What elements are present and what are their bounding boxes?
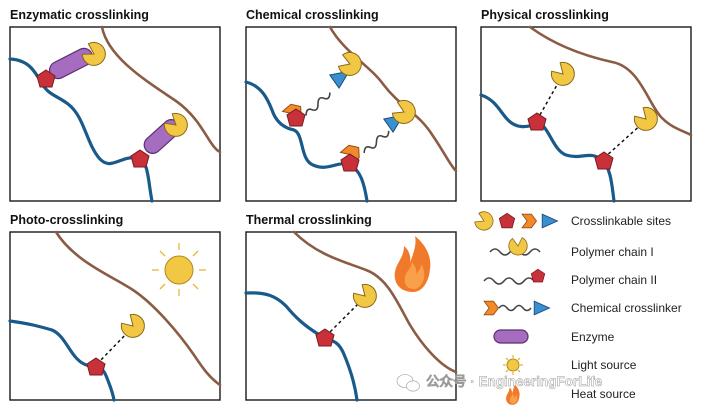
watermark: 公众号 · EngineeringForLife	[396, 374, 603, 392]
polymer-chain-blue	[479, 93, 616, 203]
physical-bond-dashed	[603, 121, 645, 159]
orange-site-icon	[521, 213, 537, 229]
red-site-icon	[498, 212, 516, 229]
legend-label-light: Light source	[571, 358, 637, 372]
legend-label-heat: Heat source	[571, 387, 636, 401]
polymer-chain-blue	[8, 319, 116, 402]
crosslinker-wave-icon	[498, 304, 532, 312]
red-crosslinkable-site	[594, 151, 614, 170]
red-crosslinkable-site	[86, 357, 106, 376]
enzyme-icon	[493, 329, 529, 344]
legend-item-chain2: Polymer chain II	[483, 268, 657, 287]
polymer-chain-brown	[100, 25, 222, 154]
yellow-crosslinkable-site	[630, 103, 663, 136]
chain2-wave-icon	[483, 277, 535, 285]
red-crosslinkable-site	[130, 149, 150, 168]
panel-title-photo: Photo-crosslinking	[10, 213, 123, 227]
polymer-chain-blue	[244, 80, 369, 203]
polymer-chain-blue	[8, 57, 154, 203]
legend-label-sites: Crosslinkable sites	[571, 214, 671, 228]
physical-bond-dashed	[536, 77, 562, 121]
polymer-chain-brown	[54, 230, 222, 387]
yellow-crosslinkable-site	[547, 58, 580, 91]
polymer-chain-blue	[244, 291, 359, 402]
watermark-text: 公众号 · EngineeringForLife	[426, 374, 603, 389]
sun-icon	[503, 355, 523, 375]
blue-site-icon	[541, 213, 558, 229]
flame-heat-source-icon	[394, 236, 431, 292]
panel-physical: Physical crosslinking	[479, 8, 693, 203]
crosslinker-linker-wave	[363, 130, 390, 153]
panel-thermal: Thermal crosslinking	[244, 213, 458, 402]
red-site-icon	[530, 268, 546, 283]
panel-enzymatic: Enzymatic crosslinking	[8, 8, 222, 203]
blue-crosslinker-icon	[533, 300, 550, 316]
panel-title-thermal: Thermal crosslinking	[246, 213, 372, 227]
legend-item-enzyme: Enzyme	[493, 329, 615, 344]
crosslinker-linker-wave	[305, 92, 331, 116]
thermal-bond-dashed	[325, 299, 363, 337]
legend-label-crosslinker: Chemical crosslinker	[571, 301, 682, 315]
panel-frame	[9, 231, 221, 401]
red-crosslinkable-site	[527, 112, 547, 131]
legend-label-enzyme: Enzyme	[571, 330, 615, 344]
panel-photo: Photo-crosslinking	[8, 213, 222, 402]
panel-frame	[9, 26, 221, 202]
polymer-chain-brown	[292, 230, 458, 374]
sun-light-source-icon	[152, 243, 206, 296]
panel-title-chemical: Chemical crosslinking	[246, 8, 379, 22]
legend-label-chain2: Polymer chain II	[571, 273, 657, 287]
panel-chemical: Chemical crosslinking	[244, 8, 458, 203]
yellow-site-icon	[472, 208, 497, 234]
yellow-site-icon	[507, 236, 529, 257]
photo-bond-dashed	[96, 329, 131, 365]
orange-crosslinker-icon	[483, 300, 499, 316]
panel-frame	[245, 231, 457, 401]
legend-label-chain1: Polymer chain I	[571, 245, 654, 259]
panel-title-enzymatic: Enzymatic crosslinking	[10, 8, 149, 22]
legend: Crosslinkable sites Polymer chain I Poly…	[472, 208, 682, 405]
legend-item-crosslinker: Chemical crosslinker	[483, 300, 682, 316]
legend-item-heat: Heat source	[506, 383, 636, 405]
legend-item-sites: Crosslinkable sites	[472, 208, 671, 234]
polymer-chain-brown	[528, 25, 693, 137]
wechat-logo-icon	[396, 374, 420, 392]
panel-frame	[245, 26, 457, 202]
panel-title-physical: Physical crosslinking	[481, 8, 609, 22]
legend-item-light: Light source	[503, 355, 637, 375]
panel-frame	[480, 26, 692, 202]
yellow-crosslinkable-site	[349, 280, 382, 313]
legend-item-chain1: Polymer chain I	[489, 236, 654, 259]
